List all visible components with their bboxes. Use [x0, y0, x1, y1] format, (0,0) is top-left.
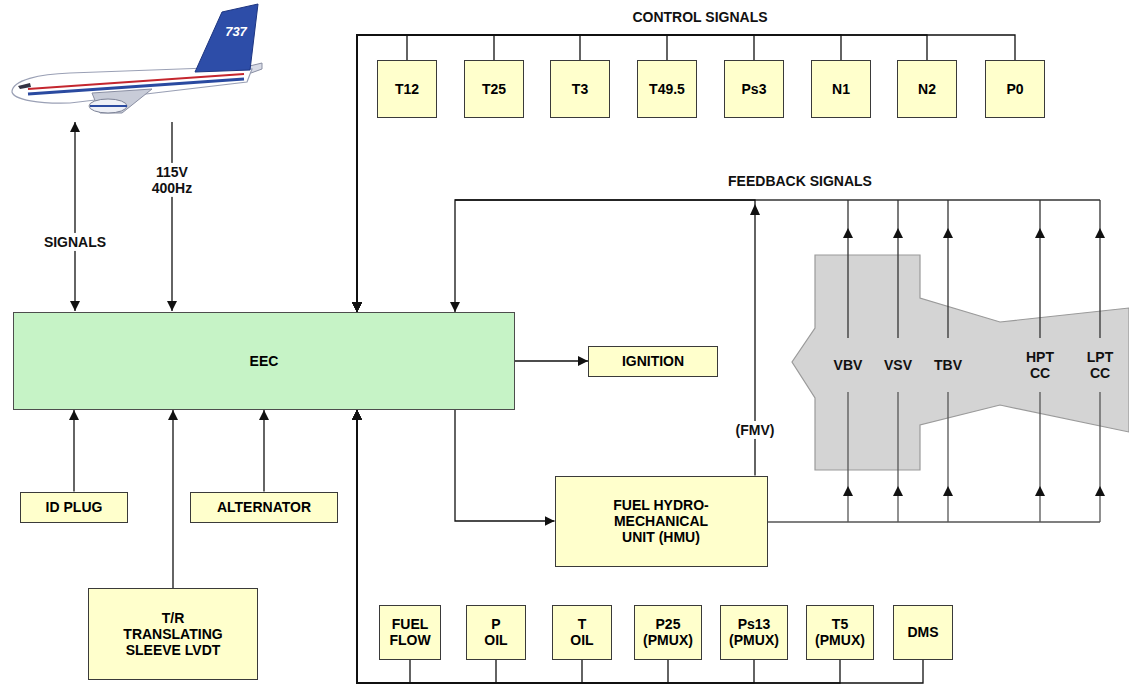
feedback-line: [1039, 228, 1040, 338]
engine-nacelle: [89, 99, 127, 113]
signal-connector: [357, 35, 927, 312]
power-label: 115V 400Hz: [145, 163, 199, 197]
signal-connector: [357, 410, 923, 683]
box-label: P0: [1006, 81, 1023, 97]
signals-line: [74, 122, 75, 311]
actuator-bus: [768, 521, 1100, 522]
actuator-line: [1039, 392, 1040, 486]
signal-connector: [73, 410, 74, 492]
actuator-line: [897, 392, 898, 486]
sensor-box: Ps3: [724, 60, 784, 118]
actuator-label: HPT CC: [1022, 349, 1058, 381]
input-box: ALTERNATOR: [190, 492, 338, 523]
sensor-box: T/R TRANSLATING SLEEVE LVDT: [88, 588, 258, 680]
box-label: T12: [395, 81, 419, 97]
power-line: [171, 122, 172, 311]
box-label: FUEL HYDRO- MECHANICAL UNIT (HMU): [601, 497, 721, 545]
feedback-line: [897, 228, 898, 338]
box-label: T3: [572, 81, 588, 97]
cockpit-window: [18, 83, 31, 89]
actuator-line: [947, 486, 948, 522]
signal-connector: [357, 35, 580, 312]
signal-connector: [455, 410, 555, 521]
box-label: EEC: [250, 353, 279, 369]
sensor-box: T5 (PMUX): [806, 605, 874, 660]
feedback-line: [947, 200, 948, 228]
sensor-box: P25 (PMUX): [634, 605, 702, 660]
feedback-line: [1099, 228, 1100, 338]
signal-connector: [172, 410, 173, 588]
input-box: ID PLUG: [20, 492, 128, 523]
actuator-label: VBV: [834, 357, 863, 373]
box-label: T5 (PMUX): [812, 616, 868, 648]
sensor-box: FUEL FLOW: [379, 605, 441, 660]
feedback-line: [1039, 200, 1040, 228]
feedback-lines: [455, 200, 1100, 338]
sensor-box: Ps13 (PMUX): [720, 605, 788, 660]
box-label: T25: [482, 81, 506, 97]
box-label: T/R TRANSLATING SLEEVE LVDT: [117, 610, 229, 658]
engine-outline: [792, 255, 1129, 470]
box-label: N1: [832, 81, 850, 97]
bus-title: FEEDBACK SIGNALS: [728, 173, 872, 189]
box-label: FUEL FLOW: [385, 616, 435, 648]
signal-connector: [357, 35, 1015, 312]
sensor-box: N2: [897, 60, 957, 118]
signal-connector: [263, 410, 264, 492]
sensor-box: DMS: [893, 605, 953, 660]
signal-connector: [357, 410, 840, 683]
actuator-line: [947, 392, 948, 486]
aircraft-links: [75, 122, 172, 311]
connector-label: (FMV): [734, 421, 777, 439]
box-label: T OIL: [567, 616, 597, 648]
feedback-line: [897, 200, 898, 228]
actuator-line: [847, 486, 848, 522]
box-label: DMS: [907, 624, 938, 640]
nacelle-stripe: [90, 105, 127, 107]
sensor-box: P0: [985, 60, 1045, 118]
fuel-unit-box: FUEL HYDRO- MECHANICAL UNIT (HMU): [555, 476, 768, 567]
box-label: P OIL: [481, 616, 511, 648]
sensor-box: T49.5: [637, 60, 697, 118]
signal-connector: [515, 360, 588, 361]
output-box: IGNITION: [588, 346, 718, 377]
controller-box: EEC: [13, 312, 515, 410]
sensor-box: T25: [464, 60, 524, 118]
signal-connector: [357, 410, 582, 683]
tail-fin: [195, 4, 258, 72]
actuator-line: [897, 486, 898, 522]
actuator-line: [1099, 392, 1100, 486]
actuator-label: LPT CC: [1082, 349, 1118, 381]
sensor-box: T3: [550, 60, 610, 118]
signal-connector: [357, 35, 754, 312]
actuator-line: [1099, 486, 1100, 522]
bus-title: CONTROL SIGNALS: [632, 9, 767, 25]
sensor-box: N1: [811, 60, 871, 118]
sensor-box: P OIL: [466, 605, 526, 660]
feedback-line: [847, 200, 848, 228]
box-label: P25 (PMUX): [640, 616, 696, 648]
sensor-box: T12: [377, 60, 437, 118]
signal-label: SIGNALS: [42, 233, 108, 251]
box-label: T49.5: [649, 81, 685, 97]
actuator-lines: [768, 392, 1100, 522]
tail-marking: 737: [225, 25, 247, 40]
box-label: Ps3: [742, 81, 767, 97]
box-label: ID PLUG: [46, 499, 103, 515]
signal-connector: [357, 35, 667, 312]
box-label: Ps13 (PMUX): [726, 616, 782, 648]
box-label: N2: [918, 81, 936, 97]
actuator-label: TBV: [934, 357, 962, 373]
box-label: IGNITION: [622, 353, 684, 369]
box-label: ALTERNATOR: [217, 499, 311, 515]
sensor-box: T OIL: [552, 605, 612, 660]
feedback-line: [1099, 200, 1100, 228]
airplane-illustration: [12, 4, 262, 113]
actuator-label: VSV: [884, 357, 912, 373]
feedback-line: [847, 228, 848, 338]
actuator-line: [1039, 486, 1040, 522]
actuator-line: [847, 392, 848, 486]
feedback-line: [947, 228, 948, 338]
